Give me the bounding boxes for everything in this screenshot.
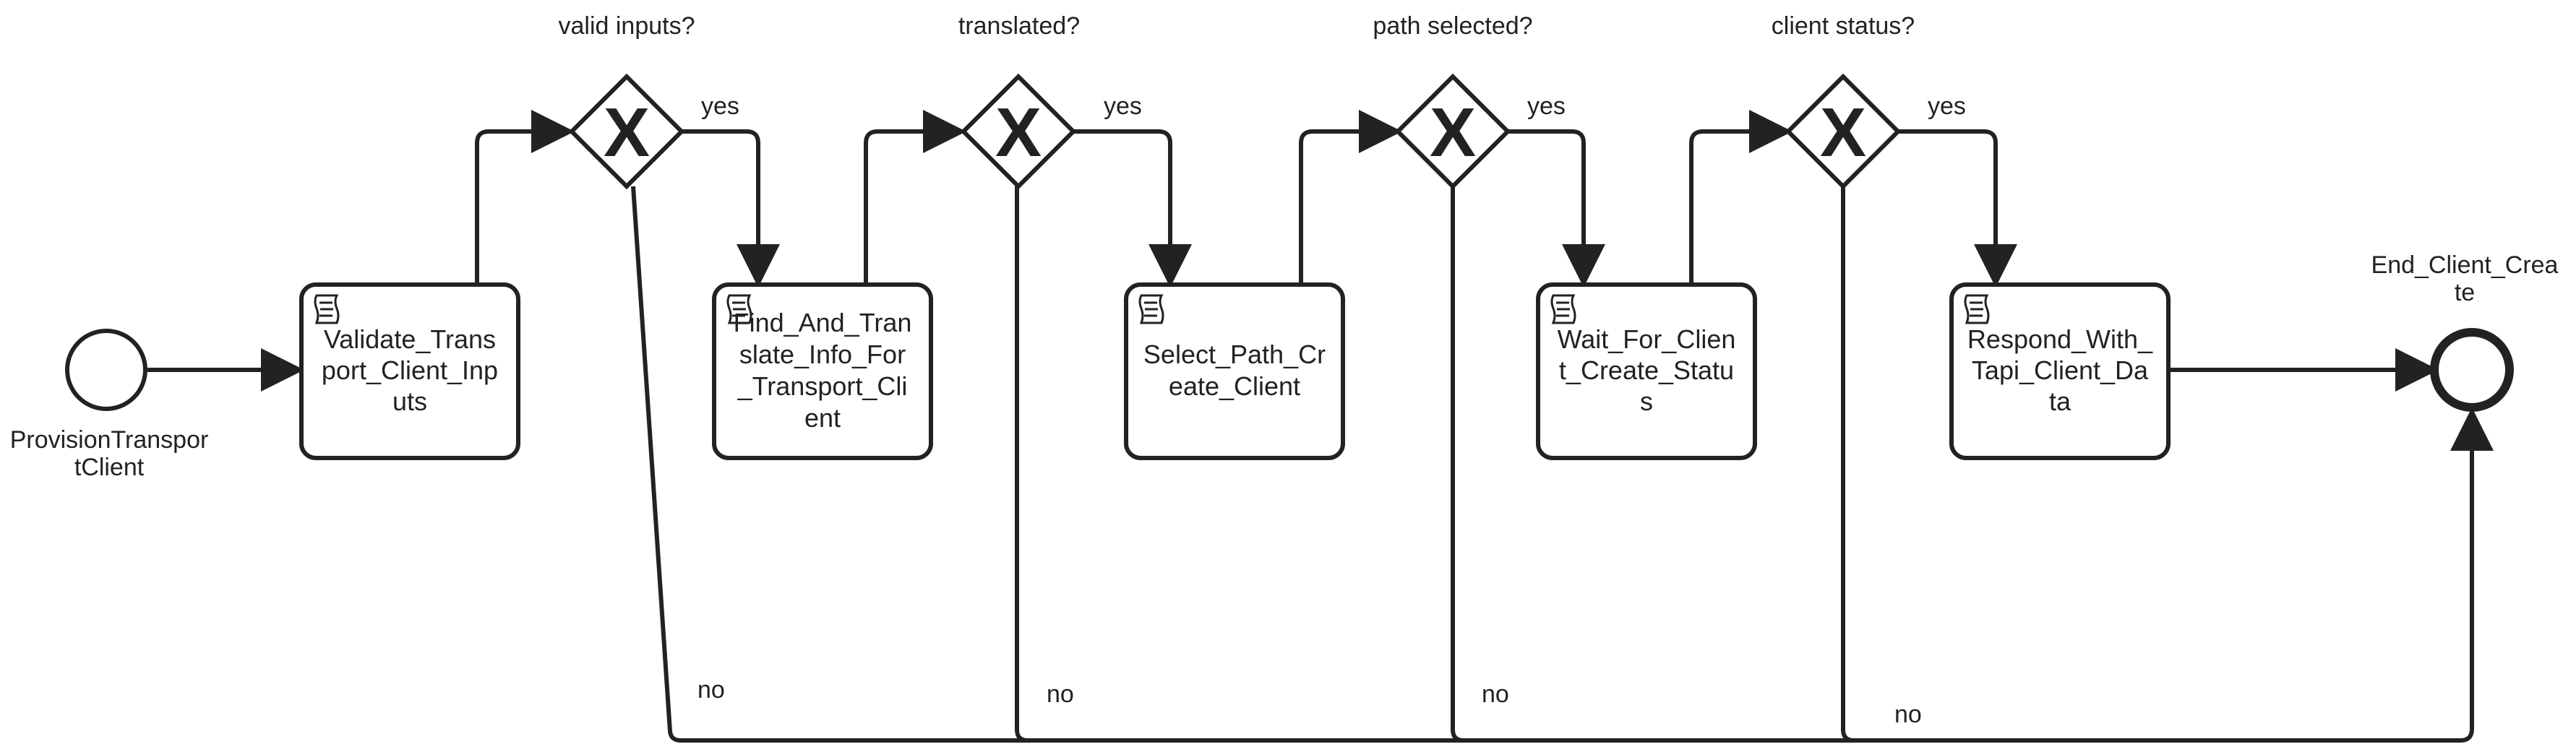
flow-wait-to-gateway4	[1689, 110, 1793, 285]
task-translate-line1: Find_And_Tran	[734, 308, 912, 337]
task-wait-line2: t_Create_Statu	[1559, 355, 1734, 385]
gateway-no-label: no	[697, 676, 725, 704]
gateway-question-label: translated?	[958, 12, 1080, 40]
task-respond-line2: Tapi_Client_Da	[1972, 355, 2149, 385]
task-select-path[interactable]: Select_Path_Cr eate_Client	[1124, 282, 1345, 460]
script-icon	[1550, 294, 1576, 324]
script-icon	[1138, 294, 1164, 324]
script-icon	[314, 294, 340, 324]
flow-validate-to-gateway1	[475, 110, 575, 285]
task-find-and-translate[interactable]: Find_And_Tran slate_Info_For _Transport_…	[712, 282, 933, 460]
gateway-valid-inputs[interactable]: X valid inputs? yes no	[558, 12, 739, 704]
gateway-yes-label: yes	[1104, 92, 1142, 120]
start-event[interactable]: ProvisionTranspor tClient	[10, 329, 209, 481]
gateway-yes-label: yes	[1527, 92, 1566, 120]
task-select-line2: eate_Client	[1169, 371, 1300, 401]
flow-gateway2-yes	[1072, 129, 1192, 288]
task-validate[interactable]: Validate_Trans port_Client_Inp uts	[299, 282, 520, 460]
task-respond-line3: ta	[2049, 386, 2071, 416]
flow-no-to-end	[2450, 407, 2494, 743]
flow-gateway3-no	[1451, 186, 2460, 743]
flow-gateway4-no	[1841, 186, 2460, 743]
task-translate-line4: ent	[804, 403, 841, 433]
flow-gateway3-yes	[1508, 129, 1605, 288]
gateway-no-label: no	[1482, 680, 1509, 708]
task-validate-line3: uts	[392, 386, 427, 416]
gateway-no-label: no	[1894, 701, 1922, 728]
gateway-translated[interactable]: X translated? yes no	[958, 12, 1142, 708]
start-event-label-line1: ProvisionTranspor	[10, 426, 209, 454]
task-validate-line1: Validate_Trans	[324, 324, 496, 354]
task-respond-with-data[interactable]: Respond_With_ Tapi_Client_Da ta	[1949, 282, 2171, 460]
sequence-flows	[147, 110, 2494, 743]
gateway-yes-label: yes	[1928, 92, 1966, 120]
task-wait-for-client[interactable]: Wait_For_Clien t_Create_Statu s	[1536, 282, 1757, 460]
gateway-x-marker: X	[995, 94, 1042, 171]
script-icon	[726, 294, 752, 324]
flow-translate-to-gateway2	[864, 110, 966, 285]
gateway-yes-label: yes	[701, 92, 739, 120]
end-event-label-line2: te	[2455, 279, 2475, 306]
flow-gateway1-no	[631, 186, 2460, 743]
gateway-question-label: valid inputs?	[558, 12, 695, 40]
flow-select-to-gateway3	[1299, 110, 1402, 285]
task-validate-line2: port_Client_Inp	[322, 355, 498, 385]
start-event-label-line2: tClient	[74, 454, 145, 481]
task-translate-line2: slate_Info_For	[739, 340, 906, 369]
flow-gateway1-yes	[680, 129, 780, 288]
task-wait-line3: s	[1640, 386, 1653, 416]
task-respond-line1: Respond_With_	[1967, 324, 2153, 354]
flow-gateway4-yes	[1898, 129, 2017, 288]
gateway-question-label: client status?	[1772, 12, 1915, 40]
gateway-no-label: no	[1047, 680, 1074, 708]
flow-gateway2-no	[1015, 186, 2460, 743]
task-select-line1: Select_Path_Cr	[1143, 340, 1326, 369]
gateway-x-marker: X	[604, 94, 650, 171]
task-translate-line3: _Transport_Cli	[737, 371, 908, 401]
gateway-client-status[interactable]: X client status? yes no	[1772, 12, 1966, 728]
gateway-question-label: path selected?	[1373, 12, 1532, 40]
task-wait-line1: Wait_For_Clien	[1558, 324, 1736, 354]
gateway-x-marker: X	[1820, 94, 1866, 171]
end-event[interactable]: End_Client_Crea te	[2371, 251, 2559, 412]
script-icon	[1964, 294, 1990, 324]
end-event-label-line1: End_Client_Crea	[2371, 251, 2559, 279]
gateway-x-marker: X	[1430, 94, 1476, 171]
gateway-path-selected[interactable]: X path selected? yes no	[1373, 12, 1566, 708]
